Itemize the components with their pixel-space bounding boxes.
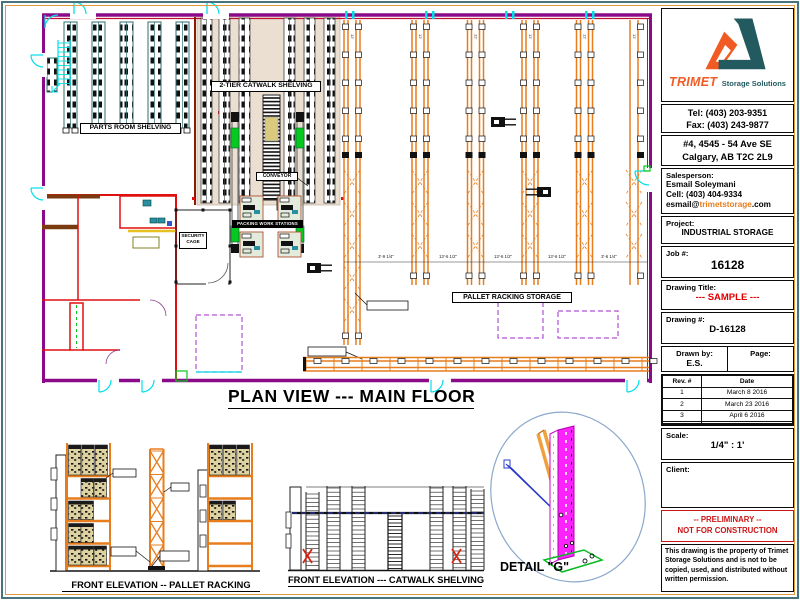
rev-num: 1 <box>662 386 702 400</box>
job-number-box: Job #: 16128 <box>661 246 794 278</box>
scale-box: Scale: 1/4" : 1' <box>661 428 794 460</box>
address-line2: Calgary, AB T2C 2L9 <box>682 151 773 162</box>
company-logo-box: TRIMET Storage Solutions <box>661 8 794 102</box>
job-value: 16128 <box>710 258 745 272</box>
rev-date: March 8 2016 <box>701 386 793 400</box>
plan-view-title: PLAN VIEW --- MAIN FLOOR <box>228 386 475 409</box>
brand-primary: TRIMET <box>669 75 718 89</box>
scale-label: Scale: <box>666 431 689 440</box>
conveyor-label: CONVEYOR <box>256 172 298 181</box>
drawing-title-box: Drawing Title: --- SAMPLE --- <box>661 280 794 310</box>
project-box: Project: INDUSTRIAL STORAGE <box>661 216 794 244</box>
company-logo-icon <box>704 18 766 70</box>
svg-text:12': 12' <box>528 34 533 39</box>
svg-text:12': 12' <box>474 34 479 39</box>
email-domain: trimetstorage <box>699 199 752 209</box>
preliminary-stamp: -- PRELIMINARY -- NOT FOR CONSTRUCTION <box>661 510 794 542</box>
security-cage-label-line1: SECURITY <box>181 233 205 238</box>
title-block: TRIMET Storage Solutions Tel: (403) 203-… <box>661 8 794 592</box>
security-cage-label-line2: CAGE <box>186 239 200 245</box>
drawing-number-box: Drawing #: D-16128 <box>661 312 794 344</box>
scale-value: 1/4" : 1' <box>710 440 745 451</box>
drawing-number-value: D-16128 <box>709 324 746 335</box>
rack-aisle-dim-5: 3'-6 1/4" <box>601 254 617 259</box>
svg-text:12': 12' <box>350 34 355 39</box>
salesperson-name: Esmail Soleymani <box>666 180 736 190</box>
email-suffix: .com <box>751 199 771 209</box>
rev-num: 2 <box>662 398 702 411</box>
brand-secondary: Storage Solutions <box>721 79 786 88</box>
disclaimer-box: This drawing is the property of Trimet S… <box>661 544 794 592</box>
salesperson-cell: Cell: (403) 404-9334 <box>666 189 743 199</box>
salesperson-label: Salesperson: <box>666 171 714 180</box>
pallet-elevation-title: FRONT ELEVATION -- PALLET RACKING <box>62 580 260 592</box>
salesperson-box: Salesperson: Esmail Soleymani Cell: (403… <box>661 168 794 214</box>
drawn-by-value: E.S. <box>686 358 703 368</box>
page-cell: Page: <box>728 347 793 371</box>
stamp-line1: -- PRELIMINARY -- <box>693 515 762 524</box>
drawn-by-page-box: Drawn by: E.S. Page: <box>661 346 794 372</box>
rack-aisle-dim-2: 13'-6 1/2" <box>438 254 458 259</box>
job-label: Job #: <box>666 249 689 258</box>
page-label: Page: <box>750 349 771 358</box>
salesperson-email: esmail@trimetstorage.com <box>662 200 793 210</box>
svg-text:12': 12' <box>632 34 637 39</box>
svg-text:12': 12' <box>583 34 588 39</box>
revisions-header-row: Rev. # Date <box>662 375 793 388</box>
rack-aisle-dim-4: 13'-6 1/2" <box>547 254 567 259</box>
telephone-box: Tel: (403) 203-9351 Fax: (403) 243-9877 <box>661 104 794 133</box>
drawing-title-value: --- SAMPLE --- <box>695 292 760 303</box>
rev-number-header: Rev. # <box>662 375 702 388</box>
rev-date: April 6 2016 <box>701 409 793 423</box>
drawing-title-label: Drawing Title: <box>666 283 717 292</box>
drawn-by-label: Drawn by: <box>676 349 713 358</box>
catwalk-shelving-label: 2-TIER CATWALK SHELVING <box>211 81 321 92</box>
address-box: #4, 4545 - 54 Ave SE Calgary, AB T2C 2L9 <box>661 135 794 166</box>
rev-date: March 23 2016 <box>701 398 793 411</box>
rack-aisle-dim-3: 13'-6 1/2" <box>493 254 513 259</box>
detail-g-title: DETAIL "G" <box>500 560 570 574</box>
revision-row <box>662 422 793 425</box>
rev-num: 3 <box>662 409 702 423</box>
project-label: Project: <box>666 219 695 228</box>
address-line1: #4, 4545 - 54 Ave SE <box>683 139 772 149</box>
client-label: Client: <box>666 465 690 474</box>
rev-num <box>662 422 702 425</box>
stamp-line2: NOT FOR CONSTRUCTION <box>677 526 778 536</box>
fax-line: Fax: (403) 243-9877 <box>686 120 769 131</box>
rack-aisle-dim-1: 3'-9 1/4" <box>378 254 394 259</box>
tel-line: Tel: (403) 203-9351 <box>687 108 768 118</box>
rev-date-header: Date <box>701 375 793 388</box>
client-box: Client: <box>661 462 794 508</box>
security-cage-label: SECURITY CAGE <box>179 232 207 249</box>
drawing-number-label: Drawing #: <box>666 315 705 324</box>
catwalk-elevation-title: FRONT ELEVATION --- CATWALK SHELVING <box>288 575 485 587</box>
rev-date <box>701 420 793 424</box>
email-prefix: esmail@ <box>666 199 700 209</box>
company-name: TRIMET Storage Solutions <box>662 73 793 91</box>
svg-text:12': 12' <box>418 34 423 39</box>
project-value: INDUSTRIAL STORAGE <box>681 228 774 237</box>
parts-room-shelving-label: PARTS ROOM SHELVING <box>80 123 181 134</box>
rev-date <box>701 422 793 425</box>
revision-row <box>662 420 793 424</box>
pallet-racking-storage-label: PALLET RACKING STORAGE <box>452 292 572 304</box>
packing-stations-label: PACKING WORK STATIONS <box>232 220 303 228</box>
drawn-by-cell: Drawn by: E.S. <box>662 347 728 371</box>
